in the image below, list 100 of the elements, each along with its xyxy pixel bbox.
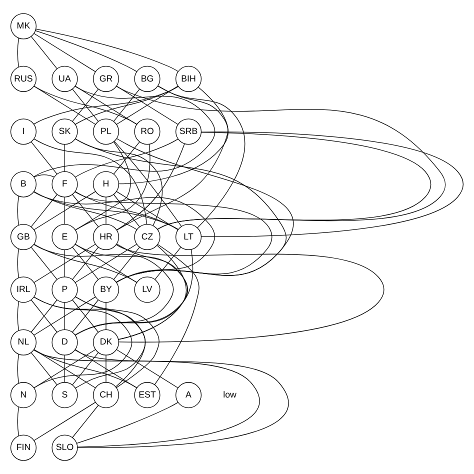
connector [201,132,464,237]
connector [17,196,19,226]
node-circle: LV [134,276,160,303]
node-circle: N [10,382,36,408]
connector [34,86,179,124]
connector [75,244,137,283]
connector [17,354,19,384]
connector [34,174,54,178]
connector [158,86,245,228]
node-circle: MK [10,13,36,40]
connector [34,191,138,230]
connector [30,300,58,332]
connector [157,132,432,230]
node-circle: RO [134,118,160,145]
node-circle: UA [52,66,78,92]
label: low [223,389,236,400]
connector [116,86,228,230]
connector [76,402,178,444]
node-circle: DK [92,329,120,356]
connector [116,86,446,230]
connector [33,86,216,178]
node-circle: SK [52,118,78,145]
connector [34,244,138,283]
connector [30,194,58,228]
connector [116,244,384,342]
node-circle: D [52,329,78,356]
connector [34,244,96,283]
connector [30,247,58,280]
node-circle: SLO [52,434,78,461]
connector [34,296,96,336]
connector [17,248,19,278]
connector [75,86,178,125]
node-circle: BG [134,66,160,92]
connector [154,247,182,280]
connector [72,247,99,280]
connector [64,354,66,383]
connector [34,191,179,230]
node-circle: NL [10,329,36,356]
node-circle: A [176,382,202,408]
node-circle: EST [134,382,160,408]
connector [34,138,147,224]
node-circle: CZ [134,224,160,250]
node-circle: PL [92,118,120,145]
connector [64,302,66,330]
connector [17,301,19,331]
node-circle: BIH [176,66,202,92]
connector [34,191,96,230]
connector [72,405,99,438]
connector [154,244,200,385]
connector [17,406,19,436]
node-circle: RUS [10,66,36,92]
connector [34,402,96,441]
connector [75,142,131,230]
connector [34,244,174,336]
node-circle: H [92,171,120,198]
connector [34,349,96,388]
connector [34,86,138,124]
connector [75,296,160,388]
node-circle: FIN [10,434,36,461]
connector [33,350,260,448]
connector [75,296,146,388]
node-circle: P [52,276,78,303]
connector [64,144,66,172]
connector [75,349,137,388]
connector [64,196,66,225]
node-circle: S [52,382,78,408]
connector [116,349,178,388]
connector [36,28,178,72]
connector [72,194,99,228]
node-circle: HR [92,224,120,250]
connector [72,88,99,122]
node-circle: B [10,171,36,198]
node-circle: BY [92,276,120,303]
node-circle: F [52,171,78,198]
node-circle: LT [176,224,202,250]
connector [30,352,58,386]
connector [35,30,138,72]
node-circle: GR [92,66,120,92]
connector [64,250,66,278]
connector [113,247,140,280]
connector [118,86,228,184]
connector [34,349,138,388]
node-circle: IRL [10,276,36,303]
node-circle: GB [10,224,36,250]
connector [116,191,178,230]
connector [75,144,150,230]
connector [75,138,178,178]
connector [72,300,99,332]
node-circle: I [10,118,36,145]
connector [74,192,272,283]
connector [116,86,178,125]
connector [17,38,19,68]
node-circle: CH [92,382,120,408]
connector [118,245,186,340]
connector [113,194,140,228]
connector [30,142,58,174]
connector [75,138,163,226]
connector [75,191,178,230]
connector [33,192,215,283]
connector [30,36,58,69]
